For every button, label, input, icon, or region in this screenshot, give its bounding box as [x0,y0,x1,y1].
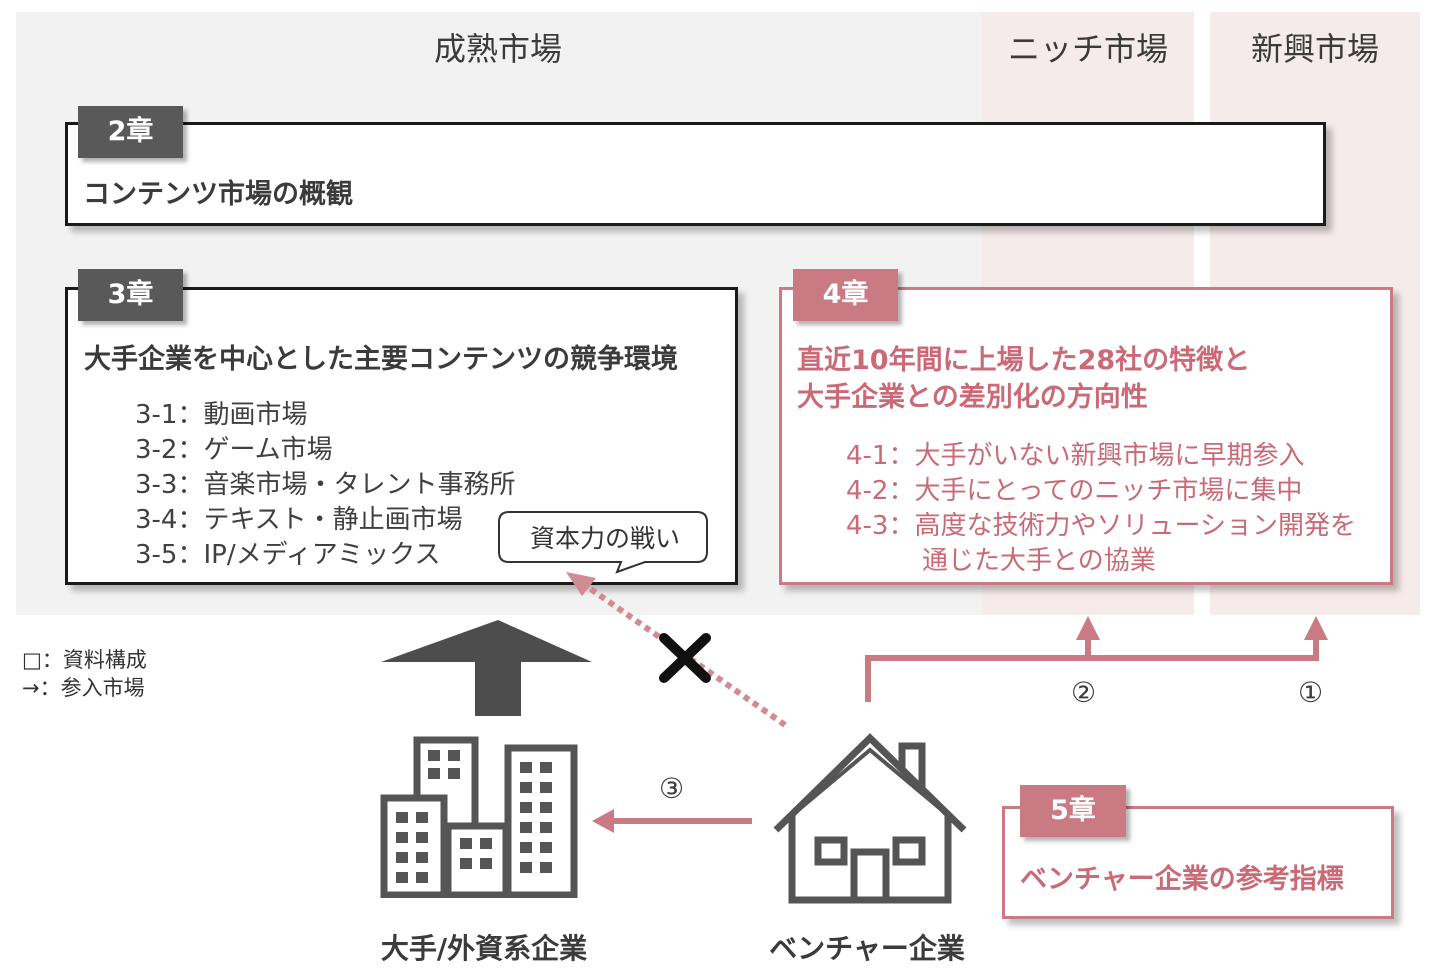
arrow-label-two: ② [1071,676,1097,709]
chapter-2-title: コンテンツ市場の概観 [83,179,353,210]
chapter-4-box [779,287,1393,585]
venture-company-label: ベンチャー企業 [769,932,965,965]
chapter-2-tag: 2章 [78,106,183,158]
chapter-4-title-line2: 大手企業との差別化の方向性 [797,382,1148,413]
chapter-4-title-line1: 直近10年間に上場した28社の特徴と [797,345,1251,376]
arrow-label-three: ③ [659,772,685,805]
chapter-3-item: 3-5：IP/メディアミックス [135,540,441,570]
chapter-4-tag: 4章 [793,269,898,321]
chapter-3-item: 3-1：動画市場 [135,400,308,430]
legend-structure: □：資料構成 [22,648,147,672]
blocked-dotted-arrowhead [566,572,596,596]
venture-to-large-arrowhead [592,809,614,833]
chapter-3-tag: 3章 [78,269,183,321]
chapter-3-item: 3-4：テキスト・静止画市場 [135,505,463,535]
chapter-4-item: 通じた大手との協業 [922,546,1156,576]
chapter-3-title: 大手企業を中心とした主要コンテンツの競争環境 [84,344,678,375]
arrow-label-one: ① [1298,676,1324,709]
chapter-5-tag: 5章 [1020,785,1126,837]
emerging-arrowhead [1304,616,1328,640]
speech-bubble-text: 資本力の戦い [529,524,680,553]
mature-market-title: 成熟市場 [433,30,562,68]
speech-bubble-shape [498,511,708,574]
legend-entry-market: →：参入市場 [22,676,145,700]
venture-to-markets-line [865,636,1319,702]
chapter-3-item: 3-2：ゲーム市場 [135,435,333,465]
buildings-icon [380,736,578,898]
chapter-4-item: 4-1：大手がいない新興市場に早期参入 [846,441,1305,471]
chapter-2-box [65,122,1326,226]
chapter-4-item: 4-2：大手にとってのニッチ市場に集中 [846,476,1303,506]
chapter-3-item: 3-3：音楽市場・タレント事務所 [135,470,516,500]
large-up-arrow [381,620,592,716]
house-icon [773,733,967,904]
cross-mark-icon [659,633,711,683]
large-company-label: 大手/外資系企業 [380,932,588,965]
niche-market-title: ニッチ市場 [1007,30,1168,68]
chapter-5-title: ベンチャー企業の参考指標 [1020,864,1344,895]
chapter-4-item: 4-3：高度な技術力やソリューション開発を [846,511,1356,541]
emerging-market-title: 新興市場 [1250,30,1379,68]
niche-arrowhead [1076,616,1100,640]
